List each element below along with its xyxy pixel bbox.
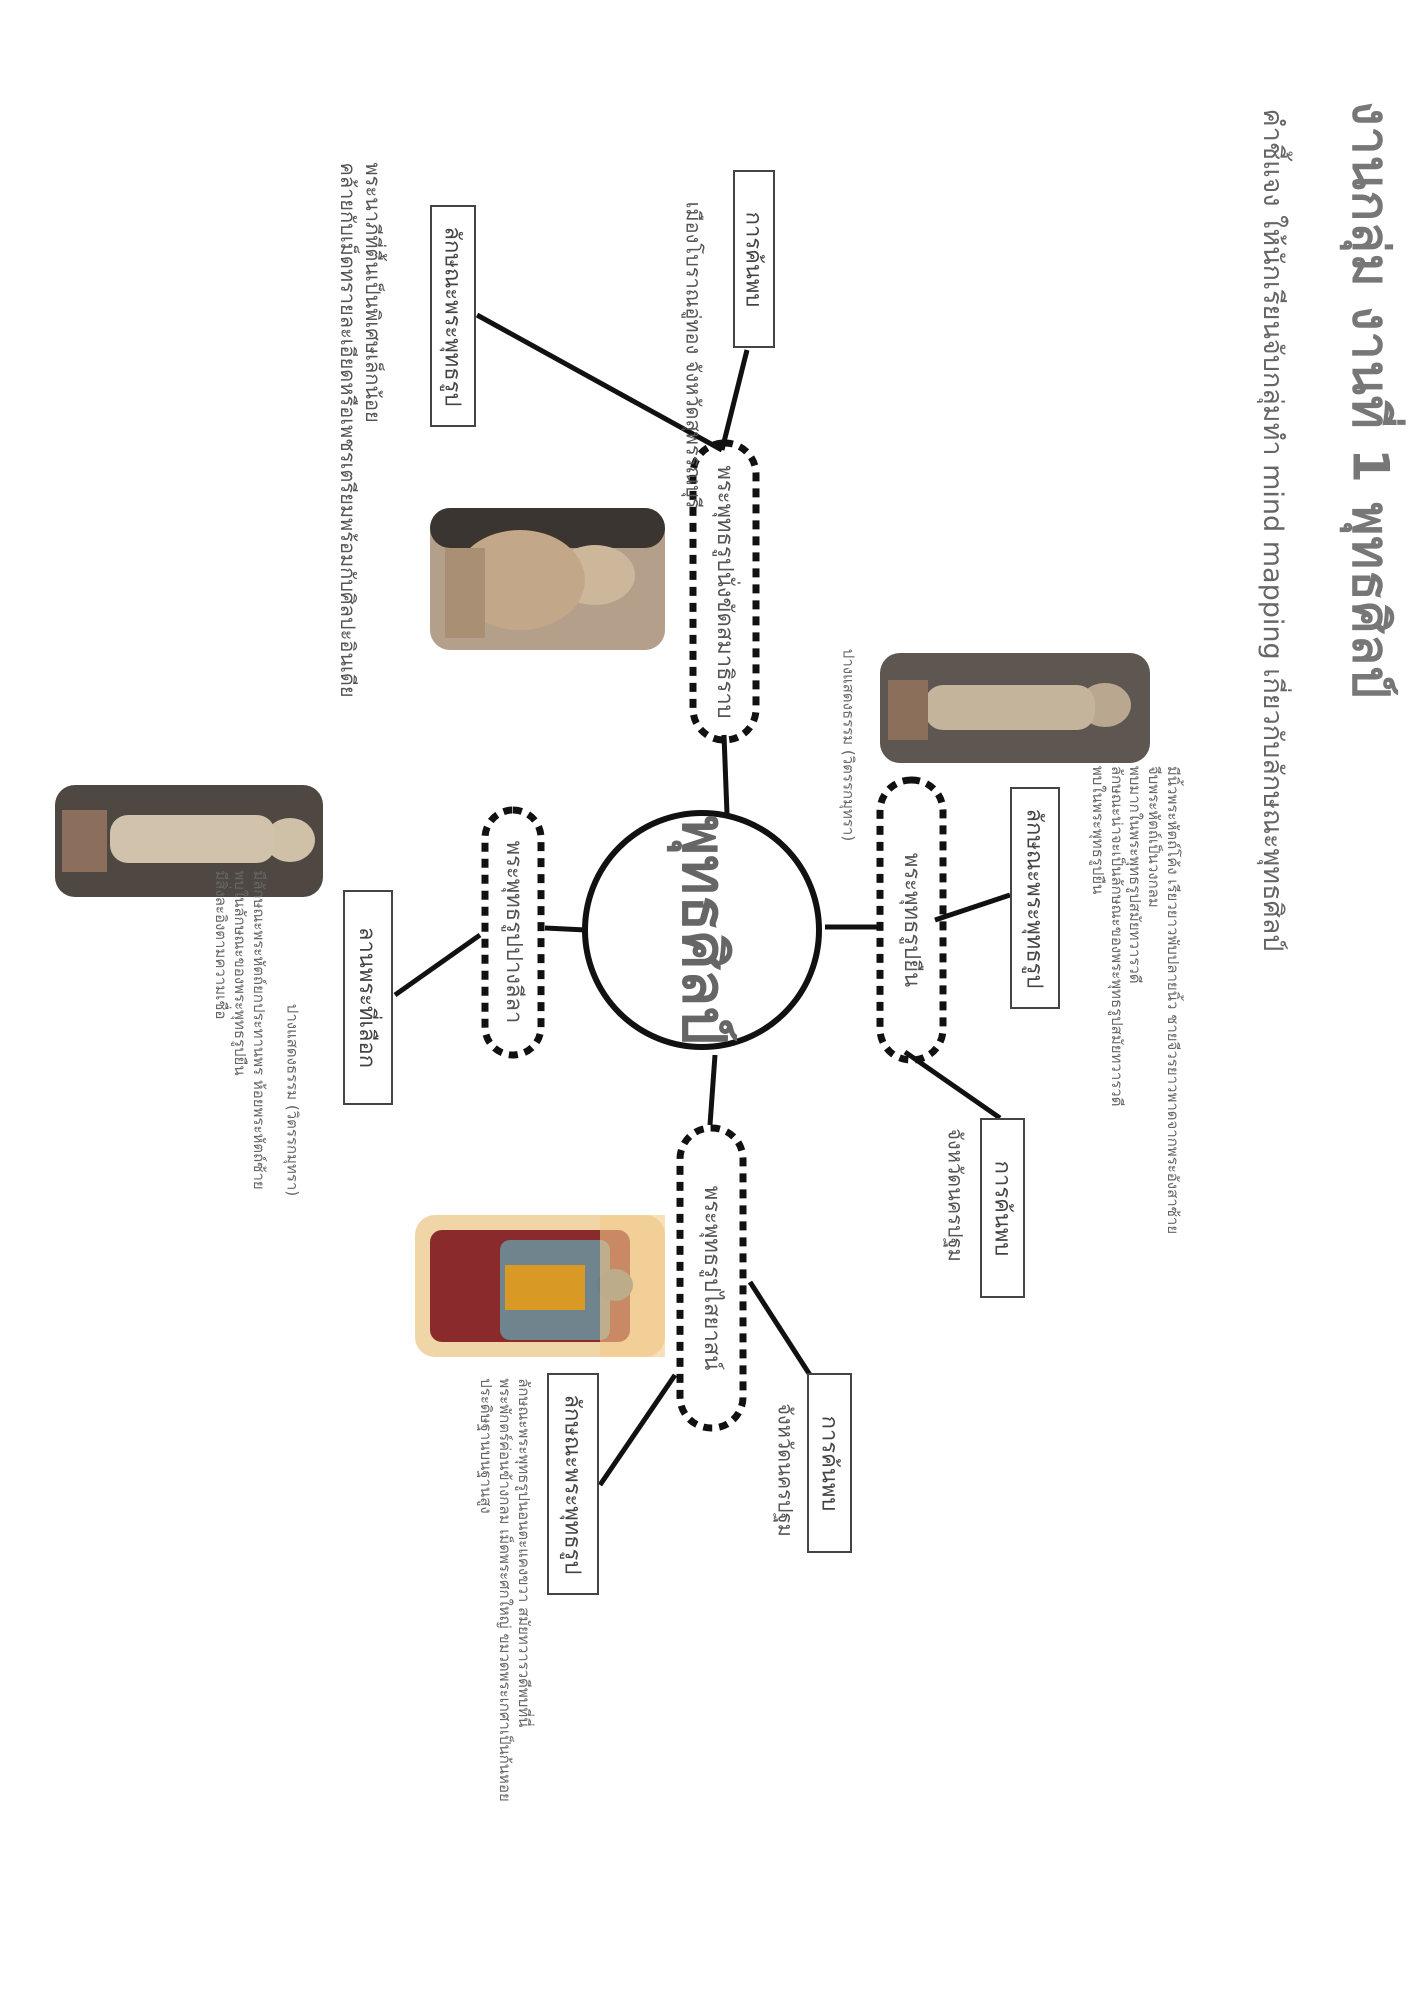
note-top-characteristics: พระนาภีที่ตื้นเป็นพิเศษเล็กน้อย คล้ายกับ… bbox=[336, 162, 385, 698]
page-title: งานกลุ่ม งานที่ 1 พุทธศิลป์ bbox=[1341, 101, 1400, 699]
statue-photo-left bbox=[55, 785, 323, 897]
node-walking-statue: พระพุทธรูปปางลีลา bbox=[500, 840, 526, 1024]
box-discovery-bottom: การค้นพบ bbox=[807, 1373, 852, 1553]
connector-center-left bbox=[544, 925, 587, 933]
connector-bottom-char bbox=[597, 1373, 678, 1487]
note-top-discovery: เมืองโบราณอู่ทอง จังหวัดสุพรรณบุรี bbox=[681, 201, 706, 509]
box-characteristics-right: ลักษณะพระพุทธรูป bbox=[1010, 787, 1060, 1009]
node-outline-top bbox=[689, 439, 760, 744]
box-selected-statue: ลานพระที่เลือก bbox=[343, 890, 393, 1105]
box-discovery-right: การค้นพบ bbox=[980, 1118, 1025, 1298]
connector-center-top bbox=[721, 734, 730, 815]
node-reclining-statue: พระพุทธรูปไสยาสน์ bbox=[698, 1185, 724, 1371]
note-right-characteristics: มีนิ้วพระหัตถ์โค้ง เรียวยาวพับปลายนิ้ว ช… bbox=[1088, 765, 1182, 1235]
note-right-discovery: จังหวัดนครปฐม bbox=[943, 1128, 968, 1262]
node-outline-bottom bbox=[676, 1124, 747, 1432]
note-bottom-discovery: จังหวัดนครปฐม bbox=[773, 1403, 798, 1537]
connector-right-find bbox=[903, 1049, 1002, 1121]
box-characteristics-top: ลักษณะพระพุทธรูป bbox=[430, 205, 476, 427]
connector-top-find bbox=[719, 349, 750, 451]
node-seated-statue: พระพุทธรูปนั่งขัดสมาธิราบ bbox=[711, 465, 737, 719]
connector-bottom-find bbox=[747, 1280, 813, 1377]
connector-left-box bbox=[393, 932, 482, 998]
center-topic: พุทธศิลป์ bbox=[668, 815, 739, 1045]
connector-center-bottom bbox=[707, 1054, 718, 1126]
statue-photo-bottom bbox=[415, 1215, 665, 1357]
note-left-mudra: ปางแสดงธรรม (วิตรรกมุทรา) bbox=[283, 1003, 302, 1197]
connector-top-char bbox=[475, 312, 724, 453]
page-subtitle: คำชี้แจง ให้นักเรียนจับกลุ่มทำ mind mapp… bbox=[1256, 108, 1288, 952]
center-circle bbox=[582, 810, 822, 1050]
node-standing-statue: พระพุทธรูปยืน bbox=[898, 852, 924, 988]
node-outline-left bbox=[481, 806, 545, 1059]
node-outline-right bbox=[876, 776, 947, 1064]
statue-photo-top bbox=[430, 508, 665, 650]
note-left-characteristics: มีลักษณะพระหัตถ์ยกประทานพร ห้อยพระหัตถ์ซ… bbox=[212, 870, 269, 1190]
note-mudra-top: ปางแสดงธรรม (วิตรรกมุทรา) bbox=[839, 648, 858, 842]
statue-photo-right bbox=[880, 653, 1150, 763]
connector-right-char bbox=[934, 892, 1011, 923]
box-characteristics-bottom: ลักษณะพระพุทธรูป bbox=[547, 1373, 599, 1595]
note-bottom-characteristics: ลักษณะพระพุทธรูปนอนตะแคงขวา สมัยทวารวดีพ… bbox=[477, 1378, 534, 1802]
box-discovery-top: การค้นพบ bbox=[733, 170, 775, 348]
